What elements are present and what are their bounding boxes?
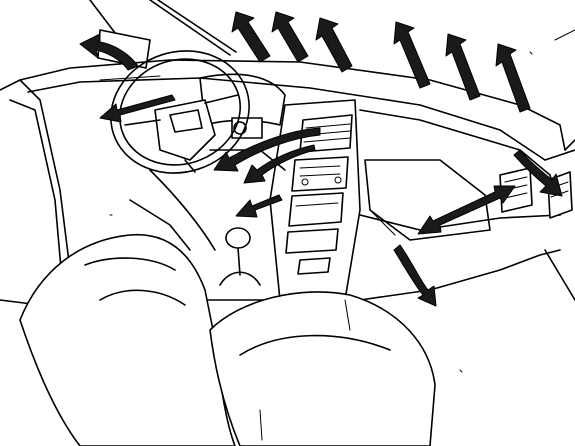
defrost-arrow-2 xyxy=(272,12,308,62)
driver-seat xyxy=(20,235,235,446)
gear-shifter xyxy=(205,228,280,300)
defrost-arrow-3 xyxy=(316,18,352,72)
passenger-seat xyxy=(210,292,435,446)
floor-arrow-passenger xyxy=(394,245,436,306)
defrost-arrow-1 xyxy=(232,12,270,62)
floor-arrow-driver xyxy=(236,195,282,217)
climate-control xyxy=(289,193,343,226)
dashboard-top xyxy=(20,60,565,160)
defrost-arrow-5 xyxy=(446,34,480,100)
defrost-arrow-6 xyxy=(496,44,530,112)
